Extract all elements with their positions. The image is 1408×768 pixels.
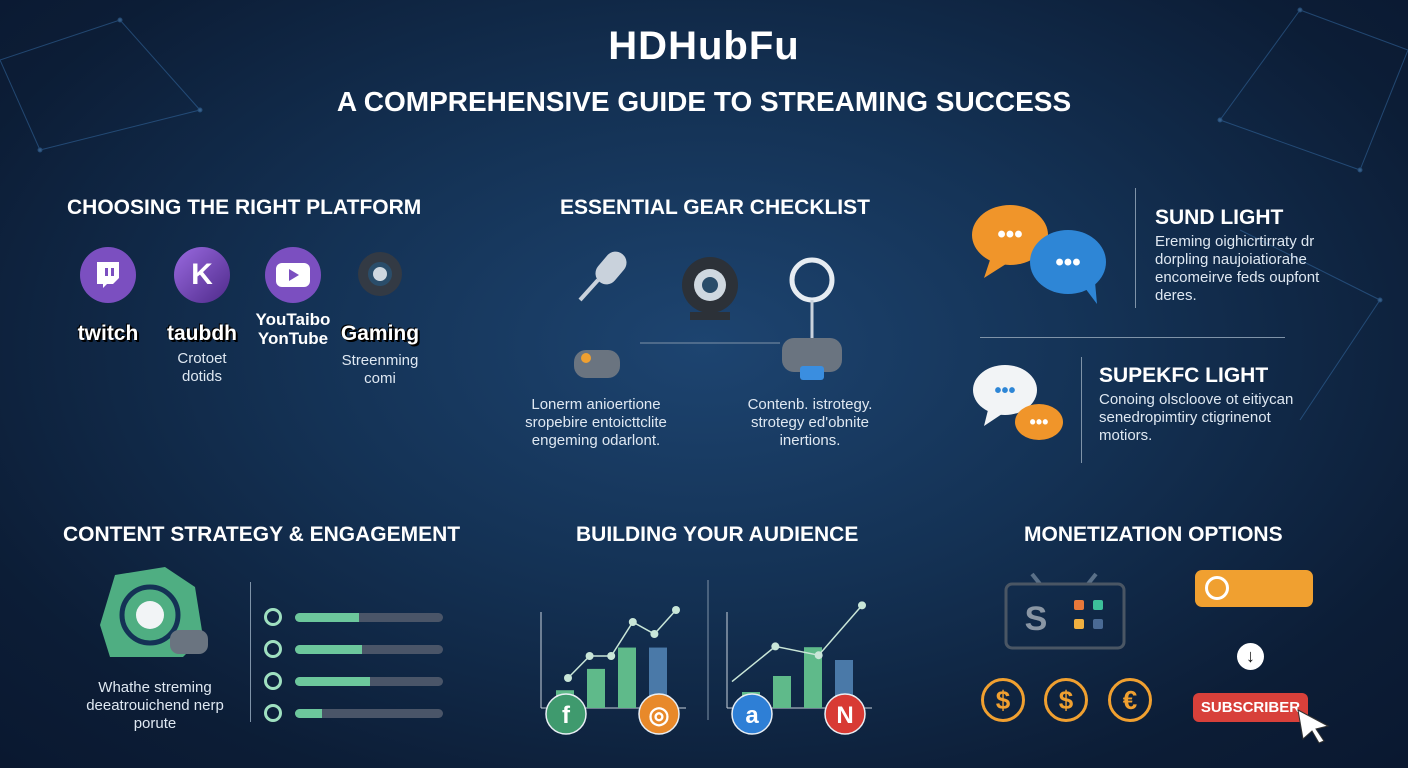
instagram-icon-glyph: ◎ — [649, 702, 670, 729]
page-title: HDHubFu — [608, 24, 800, 68]
checklist-ring — [264, 704, 282, 722]
instagram-icon — [638, 693, 680, 735]
tip-heading: SUND LIGHT — [1155, 206, 1284, 229]
trend-point — [672, 606, 680, 614]
platform-logo: twitch — [77, 322, 139, 345]
checklist-ring — [264, 640, 282, 658]
target-icon — [1205, 576, 1229, 600]
progress-bar — [295, 645, 443, 654]
app-icon — [731, 693, 773, 735]
trend-point — [858, 601, 866, 610]
news-icon — [824, 693, 866, 735]
app-icon-glyph: a — [745, 702, 759, 729]
progress-bar — [295, 709, 443, 718]
gear-caption: Lonerm anioertione sropebire entoicttcli… — [525, 396, 667, 449]
divider — [980, 337, 1285, 338]
trend-line — [567, 609, 677, 679]
platform-logo: YouTaibo YonTube — [255, 310, 331, 348]
audience-charts: f ◎ a N — [540, 580, 872, 735]
divider — [1081, 357, 1082, 463]
gear-illustration — [574, 251, 842, 380]
arrow-down-icon: ↓ — [1237, 643, 1264, 670]
gear-caption: Contenb. istrotegy. strotegy ed'obnite i… — [747, 396, 873, 449]
trend-line — [731, 604, 863, 683]
tip-text: Ereming oighicrtirraty dr dorpling naujo… — [1155, 233, 1320, 304]
bar — [804, 647, 822, 708]
webcam-icon — [682, 257, 738, 320]
ring-light-icon — [789, 257, 835, 340]
youtube-icon — [265, 247, 321, 303]
content-caption: Whathe streming deeatrouichend nerp poru… — [86, 679, 224, 732]
platform-caption: Streenming comi — [341, 352, 419, 387]
svg-text:•••: ••• — [1030, 412, 1049, 432]
bar — [649, 647, 667, 708]
trend-point — [771, 642, 780, 651]
subscribe-button[interactable]: SUBSCRIBER — [1193, 693, 1308, 722]
page-subtitle: A COMPREHENSIVE GUIDE TO STREAMING SUCCE… — [336, 86, 1072, 117]
gear-heading: ESSENTIAL GEAR CHECKLIST — [560, 196, 870, 219]
audience-heading: BUILDING YOUR AUDIENCE — [576, 523, 859, 546]
news-icon-glyph: N — [836, 702, 853, 729]
coin-icon: $ — [981, 678, 1025, 722]
cursor-icon — [1297, 709, 1330, 744]
trend-point — [607, 652, 616, 660]
bar — [587, 668, 605, 708]
progress-bar — [295, 677, 443, 686]
svg-text:•••: ••• — [994, 380, 1015, 402]
chat-bubbles-icon: ••• ••• — [972, 205, 1106, 304]
checklist-ring — [264, 608, 282, 626]
facebook-icon-glyph: f — [562, 702, 571, 729]
monetization-heading: MONETIZATION OPTIONS — [1024, 523, 1283, 546]
trend-point — [564, 674, 572, 682]
progress-fill — [295, 613, 359, 622]
content-heading: CONTENT STRATEGY & ENGAGEMENT — [63, 523, 461, 546]
divider — [250, 582, 251, 722]
gamepad-icon — [782, 338, 842, 380]
tv-dashboard-icon: S — [1004, 572, 1126, 650]
platform-logo: taubdh — [167, 322, 237, 345]
coin-icon: $ — [1044, 678, 1088, 722]
microphone-icon — [578, 251, 627, 302]
engagement-icon — [100, 567, 208, 657]
platform-caption: Crotoet dotids — [177, 350, 227, 385]
donation-badge — [1195, 570, 1313, 607]
svg-text:•••: ••• — [1055, 249, 1080, 276]
webcam-icon — [358, 252, 402, 296]
progress-fill — [295, 645, 362, 654]
coin-icon: € — [1108, 678, 1152, 722]
platform-heading: CHOOSING THE RIGHT PLATFORM — [67, 196, 422, 219]
twitch-icon — [80, 247, 136, 303]
kick-icon: K — [174, 247, 230, 303]
tip-heading: SUPEKFC LIGHT — [1099, 364, 1269, 387]
chat-bubbles-icon: ••• ••• — [973, 365, 1063, 440]
tip-text: Conoing olscloove ot eitiycan senedropim… — [1099, 391, 1294, 444]
trend-point — [814, 651, 823, 660]
progress-fill — [295, 677, 371, 686]
trend-point — [628, 618, 637, 626]
facebook-icon — [545, 693, 587, 735]
svg-text:•••: ••• — [997, 221, 1022, 248]
trend-point — [650, 630, 659, 638]
controller-icon — [574, 350, 620, 378]
progress-fill — [295, 709, 322, 718]
bar — [773, 676, 791, 708]
divider — [1135, 188, 1136, 308]
bar — [618, 647, 636, 708]
progress-bar — [295, 613, 443, 622]
checklist-ring — [264, 672, 282, 690]
svg-text:S: S — [1025, 600, 1048, 638]
platform-logo: Gaming — [340, 322, 420, 345]
trend-point — [585, 652, 594, 660]
